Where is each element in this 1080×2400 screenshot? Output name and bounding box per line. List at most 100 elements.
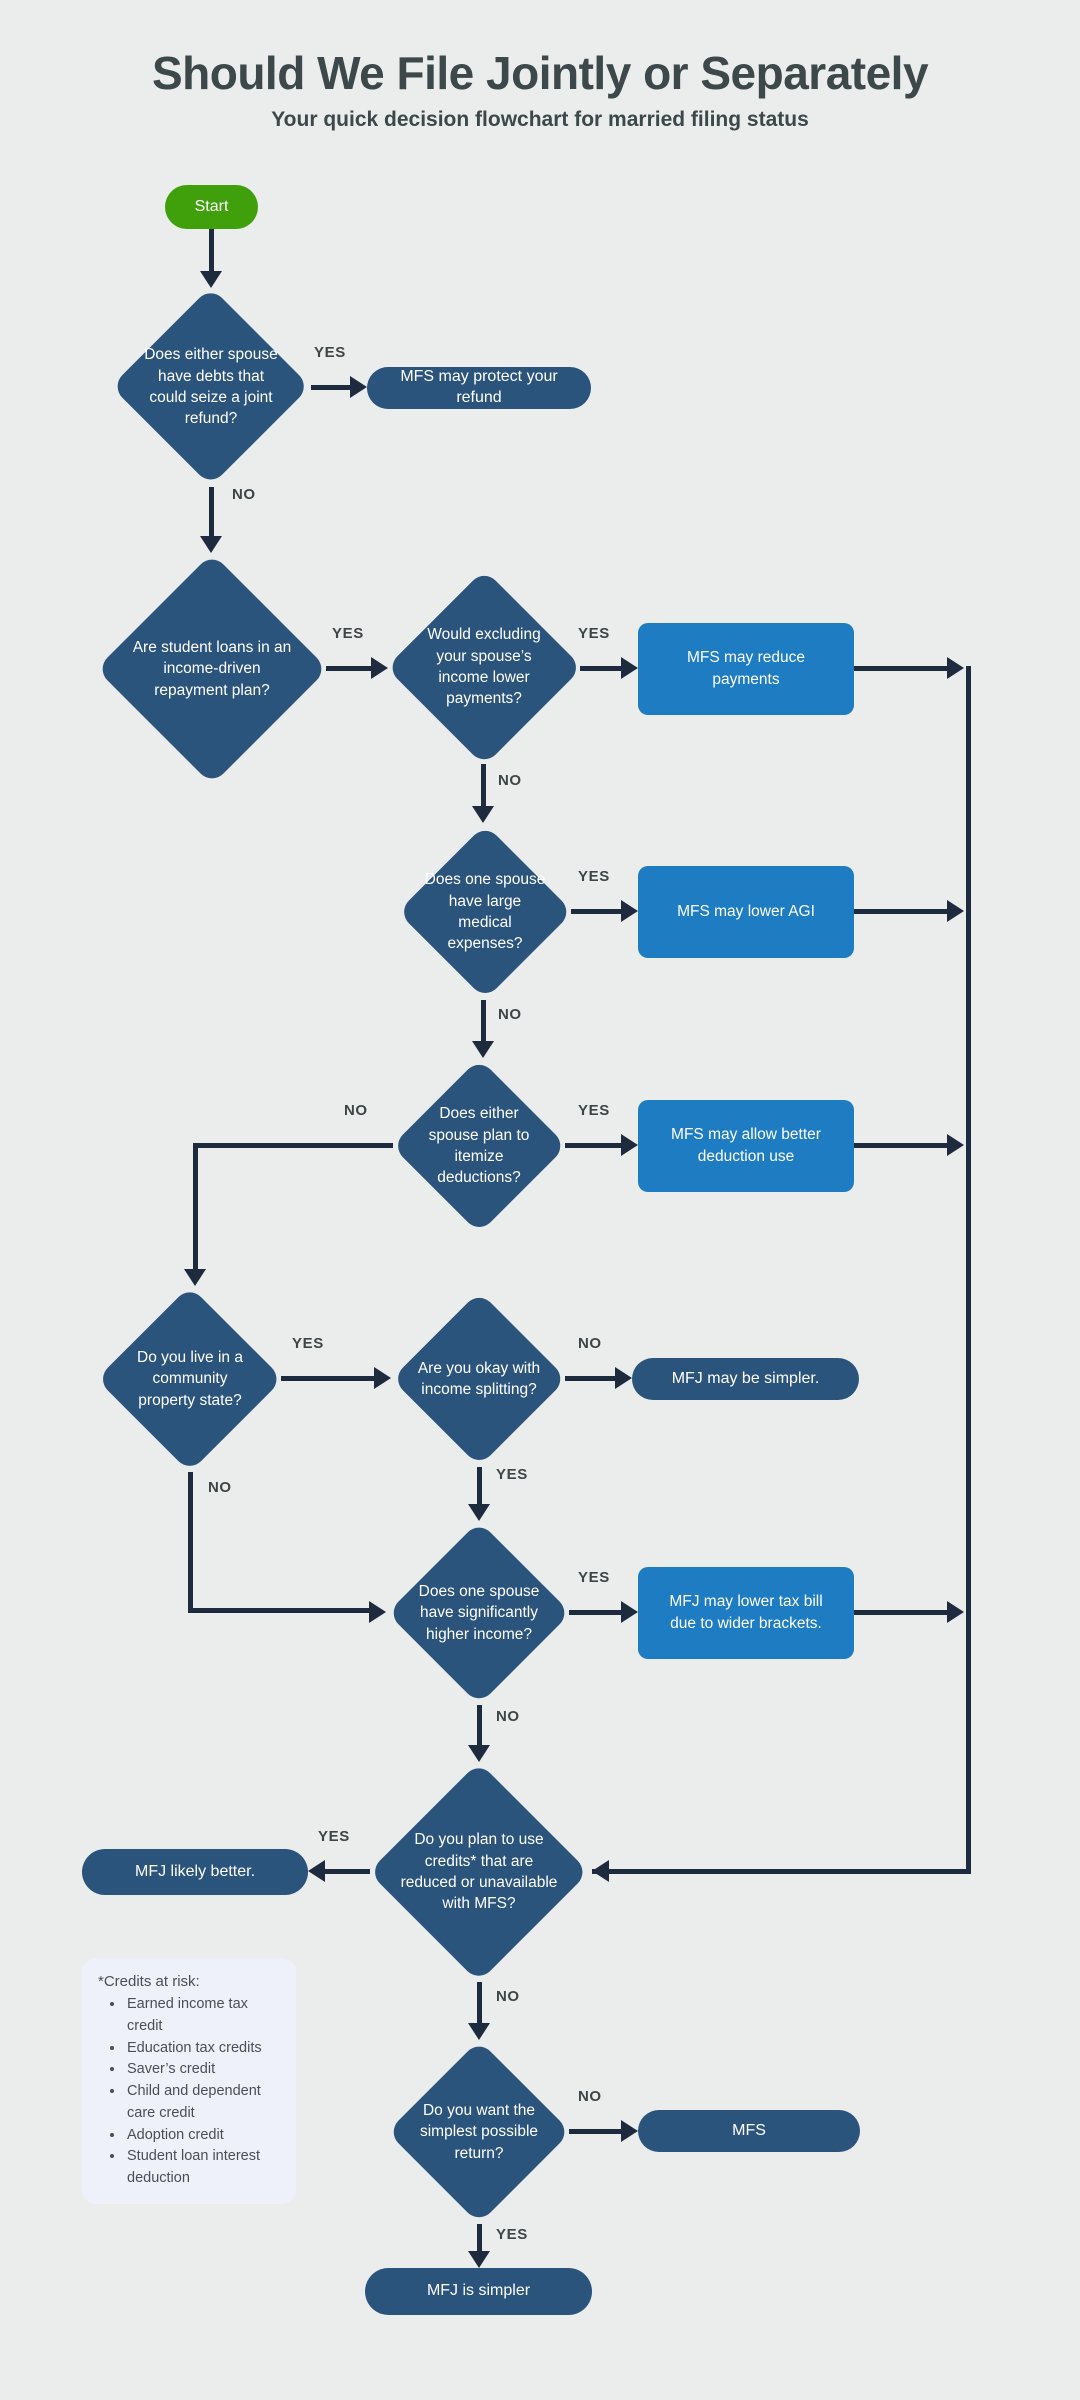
edge-label-no: NO — [496, 1708, 520, 1725]
edge-label-no: NO — [498, 1006, 522, 1023]
edge-label-no: NO — [232, 486, 256, 503]
connector-splitting-yes — [477, 1467, 482, 1505]
decision-label: Do you live in a community property stat… — [137, 1348, 243, 1409]
edge-label-yes: YES — [578, 868, 610, 885]
connector-community-yes — [281, 1376, 376, 1381]
decision-label: Does either spouse plan to itemize deduc… — [428, 1105, 530, 1187]
connector-merge-credits — [592, 1869, 968, 1874]
credits-note: *Credits at risk: Earned income tax cred… — [82, 1958, 296, 2204]
arrowhead-down-icon — [200, 536, 222, 553]
result-mfs: MFS — [638, 2110, 860, 2152]
edge-label-yes: YES — [314, 344, 346, 361]
arrowhead-right-icon — [947, 900, 964, 922]
result-deduction-use: MFS may allow better deduction use — [638, 1100, 854, 1192]
connector-itemize-no-vertical — [193, 1143, 198, 1270]
arrowhead-right-icon — [621, 657, 638, 679]
arrowhead-right-icon — [374, 1367, 391, 1389]
result-protect-refund: MFS may protect your refund — [367, 367, 591, 409]
connector-brackets-to-merge — [854, 1610, 949, 1615]
result-reduce-payments: MFS may reduce payments — [638, 623, 854, 715]
connector-income-no — [477, 1705, 482, 1746]
connector-exclude-no — [481, 764, 486, 808]
connector-simplest-yes — [477, 2224, 482, 2252]
edge-label-yes: YES — [318, 1828, 350, 1845]
credits-list-item: Child and dependent care credit — [125, 2081, 282, 2125]
decision-community-property: Do you live in a community property stat… — [96, 1285, 283, 1472]
result-lower-agi: MFS may lower AGI — [638, 866, 854, 958]
arrowhead-right-icon — [947, 1134, 964, 1156]
edge-label-no: NO — [344, 1102, 368, 1119]
arrowhead-down-icon — [468, 1504, 490, 1521]
decision-itemize: Does either spouse plan to itemize deduc… — [391, 1058, 567, 1234]
decision-income-splitting: Are you okay with income splitting? — [391, 1291, 567, 1467]
decision-credits: Do you plan to use credits* that are red… — [369, 1762, 589, 1982]
arrowhead-right-icon — [621, 2120, 638, 2142]
credits-note-title: *Credits at risk: — [98, 1973, 200, 1990]
connector-medical-yes — [571, 909, 622, 914]
arrowhead-down-icon — [200, 271, 222, 288]
decision-label: Would excluding your spouse’s income low… — [427, 626, 541, 708]
arrowhead-down-icon — [468, 2251, 490, 2268]
decision-label: Does one spouse have significantly highe… — [418, 1582, 540, 1643]
decision-label: Are you okay with income splitting? — [417, 1359, 541, 1398]
edge-label-yes: YES — [578, 1102, 610, 1119]
credits-list: Earned income tax credit Education tax c… — [98, 1994, 282, 2190]
edge-label-no: NO — [208, 1479, 232, 1496]
edge-label-yes: YES — [292, 1335, 324, 1352]
arrowhead-left-icon — [592, 1860, 609, 1882]
decision-debts: Does either spouse have debts that could… — [111, 287, 311, 487]
arrowhead-right-icon — [621, 900, 638, 922]
arrowhead-right-icon — [369, 1601, 386, 1623]
arrowhead-down-icon — [184, 1269, 206, 1286]
arrowhead-right-icon — [615, 1367, 632, 1389]
connector-start-debts — [209, 229, 214, 273]
edge-label-yes: YES — [496, 2226, 528, 2243]
arrowhead-down-icon — [468, 1745, 490, 1762]
arrowhead-left-icon — [308, 1860, 325, 1882]
decision-label: Do you plan to use credits* that are red… — [400, 1831, 558, 1913]
page-title: Should We File Jointly or Separately — [151, 47, 929, 99]
edge-label-yes: YES — [578, 625, 610, 642]
result-mfj-may-be-simpler: MFJ may be simpler. — [632, 1358, 859, 1400]
edge-label-no: NO — [578, 2088, 602, 2105]
edge-label-no: NO — [496, 1988, 520, 2005]
edge-label-yes: YES — [578, 1569, 610, 1586]
edge-label-yes: YES — [496, 1466, 528, 1483]
connector-medical-no — [481, 1000, 486, 1041]
connector-community-no-vertical — [188, 1472, 193, 1613]
edge-label-yes: YES — [332, 625, 364, 642]
result-wider-brackets: MFJ may lower tax bill due to wider brac… — [638, 1567, 854, 1659]
connector-debts-yes — [311, 385, 352, 390]
connector-debts-no — [209, 487, 214, 538]
edge-label-no: NO — [578, 1335, 602, 1352]
connector-deduction-to-merge — [854, 1143, 949, 1148]
result-mfj-is-simpler: MFJ is simpler — [365, 2268, 592, 2315]
result-mfj-likely-better: MFJ likely better. — [82, 1849, 308, 1895]
decision-label: Do you want the simplest possible return… — [419, 2101, 539, 2162]
decision-exclude-income: Would excluding your spouse’s income low… — [386, 569, 582, 765]
connector-agi-to-merge — [854, 909, 949, 914]
credits-list-item: Saver’s credit — [125, 2059, 282, 2081]
arrowhead-right-icon — [947, 1601, 964, 1623]
connector-itemize-no-horizontal — [193, 1143, 393, 1148]
decision-simplest-return: Do you want the simplest possible return… — [387, 2040, 571, 2224]
credits-list-item: Student loan interest deduction — [125, 2146, 282, 2190]
start-node: Start — [165, 185, 258, 229]
connector-itemize-yes — [565, 1143, 622, 1148]
connector-income-yes — [569, 1610, 622, 1615]
connector-credits-yes — [324, 1869, 370, 1874]
decision-label: Does one spouse have large medical expen… — [424, 871, 546, 953]
credits-list-item: Earned income tax credit — [125, 1994, 282, 2038]
connector-merge-vertical — [966, 666, 971, 1874]
connector-community-no-horizontal — [188, 1608, 370, 1613]
arrowhead-right-icon — [371, 657, 388, 679]
arrowhead-down-icon — [472, 1041, 494, 1058]
arrowhead-right-icon — [947, 657, 964, 679]
decision-higher-income: Does one spouse have significantly highe… — [387, 1521, 571, 1705]
edge-label-no: NO — [498, 772, 522, 789]
arrowhead-down-icon — [468, 2023, 490, 2040]
arrowhead-down-icon — [472, 806, 494, 823]
decision-label: Does either spouse have debts that could… — [144, 346, 278, 428]
decision-medical-expenses: Does one spouse have large medical expen… — [397, 824, 573, 1000]
